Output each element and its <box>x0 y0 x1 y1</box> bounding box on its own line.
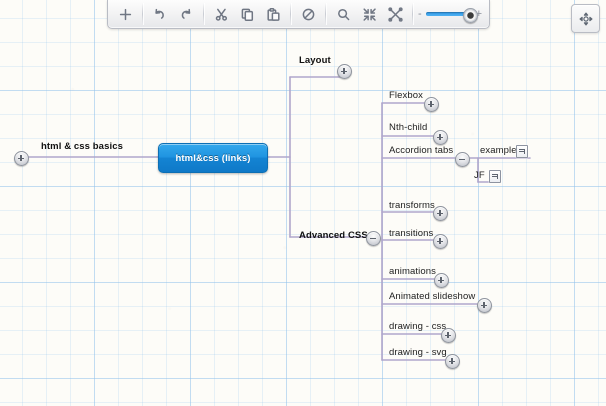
node-label-jf[interactable]: JF <box>474 170 485 181</box>
node-label-nth-child[interactable]: Nth-child <box>389 122 428 133</box>
node-label-drawing-svg[interactable]: drawing - svg <box>389 347 447 358</box>
copy-button[interactable] <box>234 1 260 27</box>
node-label-html-css-basics[interactable]: html & css basics <box>41 141 123 152</box>
toolbar-group-add <box>108 0 142 28</box>
toolbar-divider <box>412 3 413 25</box>
zoom-control: - + <box>413 0 489 28</box>
toggle-transforms[interactable] <box>433 206 448 221</box>
pan-button[interactable] <box>571 4 600 33</box>
node-label-transforms[interactable]: transforms <box>389 200 435 211</box>
undo-icon <box>155 8 164 19</box>
toolbar-group-clipboard <box>204 0 290 28</box>
toggle-html-css-basics[interactable] <box>14 151 29 166</box>
root-node-label: html&css (links) <box>175 152 251 164</box>
toggle-flexbox[interactable] <box>424 97 439 112</box>
toggle-advanced-css[interactable] <box>366 231 381 246</box>
toolbar-divider <box>325 3 326 25</box>
link-button-example[interactable] <box>516 145 528 158</box>
toggle-accordion-tabs[interactable] <box>455 152 470 167</box>
toolbar-group-view <box>326 0 412 28</box>
toggle-transitions[interactable] <box>433 234 448 249</box>
search-icon <box>337 8 349 20</box>
undo-button[interactable] <box>147 1 173 27</box>
node-label-flexbox[interactable]: Flexbox <box>389 90 423 101</box>
redo-button[interactable] <box>173 1 199 27</box>
toggle-drawing-css[interactable] <box>441 328 456 343</box>
scissors-icon <box>215 8 227 21</box>
add-node-button[interactable] <box>112 1 138 27</box>
node-label-animations[interactable]: animations <box>389 266 436 277</box>
node-label-animated-slideshow[interactable]: Animated slideshow <box>389 291 476 302</box>
toggle-animations[interactable] <box>434 273 449 288</box>
paste-icon <box>266 7 280 21</box>
copy-icon <box>241 8 253 21</box>
toggle-animated-slideshow[interactable] <box>477 298 492 313</box>
toggle-layout[interactable] <box>337 64 352 79</box>
no-entry-icon <box>302 8 314 20</box>
node-label-layout[interactable]: Layout <box>299 55 331 66</box>
toolbar-divider <box>203 3 204 25</box>
collapse-all-button[interactable] <box>356 1 382 27</box>
redo-icon <box>181 8 191 19</box>
toolbar-group-history <box>143 0 203 28</box>
node-label-accordion-tabs[interactable]: Accordion tabs <box>389 145 454 156</box>
cut-button[interactable] <box>208 1 234 27</box>
node-label-drawing-css[interactable]: drawing - css <box>389 321 447 332</box>
search-button[interactable] <box>330 1 356 27</box>
node-label-example[interactable]: example <box>480 145 517 156</box>
move-icon <box>579 12 592 25</box>
node-label-advanced-css[interactable]: Advanced CSS <box>299 230 368 241</box>
zoom-slider-handle[interactable] <box>462 7 478 23</box>
root-node[interactable]: html&css (links) <box>158 143 268 173</box>
toggle-nth-child[interactable] <box>433 130 448 145</box>
toolbar-divider <box>290 3 291 25</box>
plus-icon <box>119 8 131 20</box>
delete-button[interactable] <box>295 1 321 27</box>
expand-all-button[interactable] <box>382 1 408 27</box>
zoom-in-label[interactable]: + <box>475 7 483 20</box>
paste-button[interactable] <box>260 1 286 27</box>
toolbar-group-delete <box>291 0 325 28</box>
toolbar-divider <box>142 3 143 25</box>
collapse-icon <box>362 7 376 21</box>
link-button-jf[interactable] <box>489 170 501 183</box>
expand-icon <box>387 6 403 22</box>
zoom-out-label[interactable]: - <box>418 7 422 20</box>
node-label-transitions[interactable]: transitions <box>389 228 434 239</box>
editor-toolbar: - + <box>107 0 491 29</box>
toggle-drawing-svg[interactable] <box>445 354 460 369</box>
zoom-slider[interactable] <box>425 7 478 23</box>
